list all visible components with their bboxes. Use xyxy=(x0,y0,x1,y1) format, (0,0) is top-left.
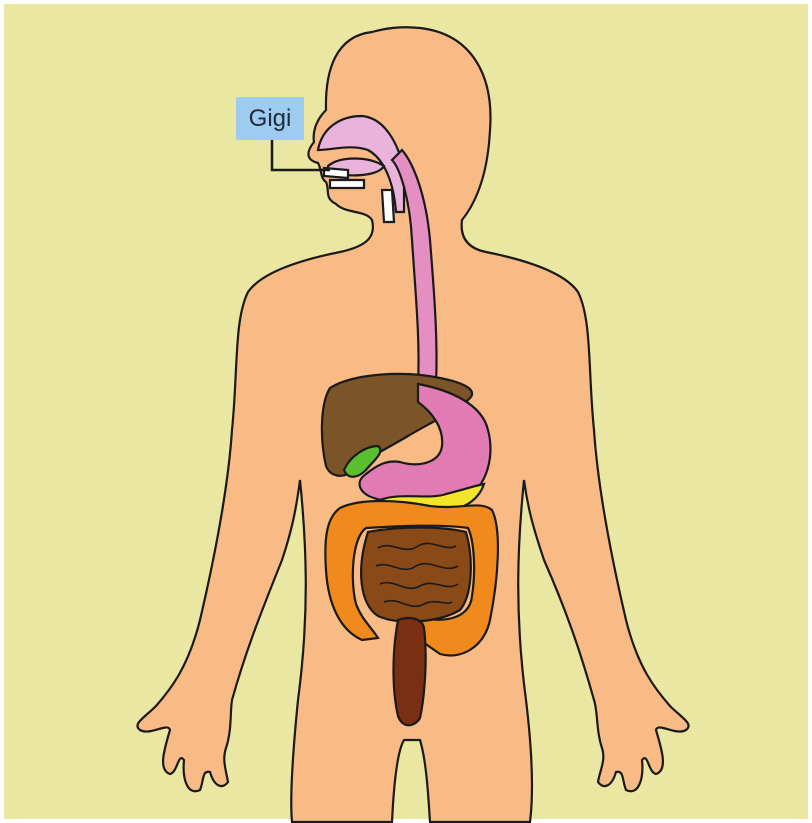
small-intestine xyxy=(361,528,471,622)
trachea xyxy=(382,190,394,222)
organ-label-teeth: Gigi xyxy=(236,97,304,140)
teeth-lower xyxy=(330,180,364,188)
organ-label-text: Gigi xyxy=(249,105,292,133)
rectum xyxy=(394,618,426,725)
